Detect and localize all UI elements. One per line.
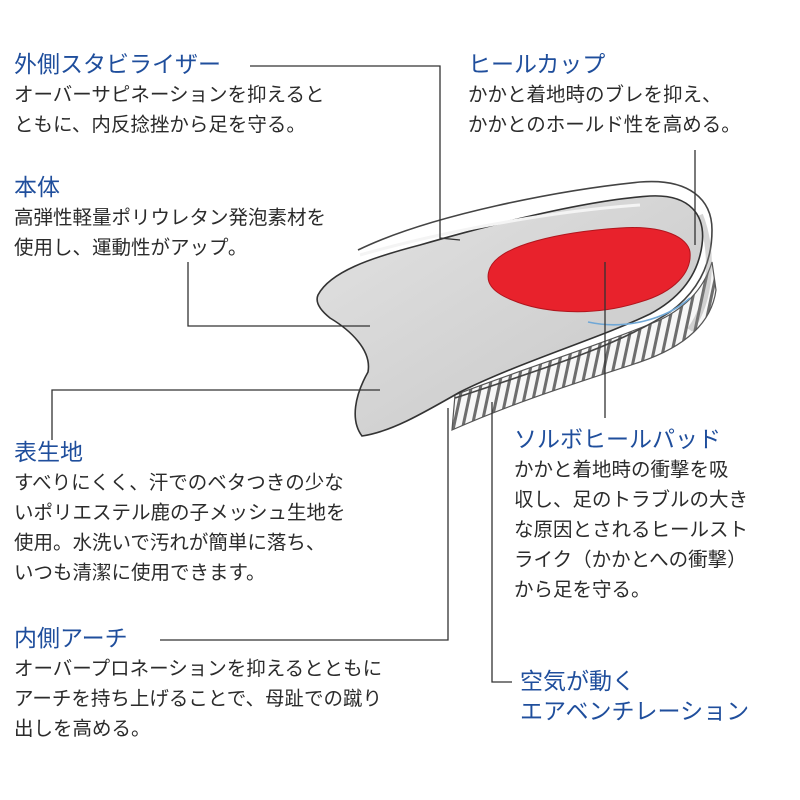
desc-line: 使用し、運動性がアップ。 xyxy=(14,236,248,259)
heel-cup-desc: かかと着地時のブレを抑え、 かかとのホールド性を高める。 xyxy=(468,80,741,140)
desc-line: かかとのホールド性を高める。 xyxy=(468,113,741,136)
desc-line: かかと着地時のブレを抑え、 xyxy=(468,83,722,106)
insole-side-wall xyxy=(451,261,717,431)
body-desc: 高弾性軽量ポリウレタン発泡素材を 使用し、運動性がアップ。 xyxy=(14,203,326,263)
desc-line: いポリエステル鹿の子メッシュ生地を xyxy=(14,501,346,524)
desc-line: 使用。水洗いで汚れが簡単に落ち、 xyxy=(14,531,326,554)
desc-line: ライク（かかとへの衝撃） xyxy=(514,548,747,571)
outer-stabilizer-desc: オーバーサピネーションを抑えると ともに、内反捻挫から足を守る。 xyxy=(14,80,324,140)
heel-cup-title: ヒールカップ xyxy=(468,52,606,78)
heel-cup-rim xyxy=(357,180,713,399)
desc-line: ともに、内反捻挫から足を守る。 xyxy=(14,113,306,136)
callout-inner-arch: 内側アーチ オーバープロネーションを抑えるとともに アーチを持ち上げることで、母… xyxy=(14,624,382,744)
desc-line: 出しを高める。 xyxy=(14,717,151,740)
leader-air-ventilation xyxy=(491,402,512,683)
surface-title: 表生地 xyxy=(14,440,83,466)
callout-air-ventilation: 空気が動く エアベンチレーション xyxy=(520,667,749,727)
leader-outer-stabilizer xyxy=(250,65,461,241)
desc-line: から足を守る。 xyxy=(514,578,651,601)
outer-stabilizer-title: 外側スタビライザー xyxy=(14,52,221,78)
inner-arch-title: 内側アーチ xyxy=(14,626,128,652)
leader-inner-arch xyxy=(160,408,449,641)
desc-line: な原因とされるヒールスト xyxy=(514,518,749,541)
desc-line: かかと着地時の衝撃を吸 xyxy=(514,458,729,481)
callout-surface: 表生地 すべりにくく、汗でのベタつきの少な いポリエステル鹿の子メッシュ生地を … xyxy=(14,438,346,588)
air-vent-line xyxy=(587,297,691,326)
desc-line: 収し、足のトラブルの大き xyxy=(514,488,749,511)
callout-heel-cup: ヒールカップ かかと着地時のブレを抑え、 かかとのホールド性を高める。 xyxy=(468,50,741,140)
leader-body xyxy=(187,262,370,327)
desc-line: オーバープロネーションを抑えるとともに xyxy=(14,657,383,680)
callout-body: 本体 高弾性軽量ポリウレタン発泡素材を 使用し、運動性がアップ。 xyxy=(14,173,326,263)
sorbo-heel-pad xyxy=(487,227,691,313)
air-ventilation-title-2: エアベンチレーション xyxy=(520,699,750,725)
desc-line: いつも清潔に使用できます。 xyxy=(14,561,266,584)
desc-line: アーチを持ち上げることで、母趾での蹴り xyxy=(14,687,382,710)
leader-surface xyxy=(51,389,380,440)
surface-desc: すべりにくく、汗でのベタつきの少な いポリエステル鹿の子メッシュ生地を 使用。水… xyxy=(14,468,346,588)
sorbo-pad-title: ソルボヒールパッド xyxy=(514,427,721,453)
inner-arch-desc: オーバープロネーションを抑えるとともに アーチを持ち上げることで、母趾での蹴り … xyxy=(14,654,382,744)
desc-line: すべりにくく、汗でのベタつきの少な xyxy=(14,471,344,494)
callout-sorbo-pad: ソルボヒールパッド かかと着地時の衝撃を吸 収し、足のトラブルの大き な原因とさ… xyxy=(514,425,748,605)
callout-outer-stabilizer: 外側スタビライザー オーバーサピネーションを抑えると ともに、内反捻挫から足を守… xyxy=(14,50,324,140)
desc-line: 高弾性軽量ポリウレタン発泡素材を xyxy=(14,206,327,229)
air-ventilation-title-1: 空気が動く xyxy=(520,669,635,695)
sorbo-pad-desc: かかと着地時の衝撃を吸 収し、足のトラブルの大き な原因とされるヒールスト ライ… xyxy=(514,455,748,605)
body-title: 本体 xyxy=(14,175,60,201)
desc-line: オーバーサピネーションを抑えると xyxy=(14,83,325,106)
leader-lines xyxy=(51,65,696,683)
